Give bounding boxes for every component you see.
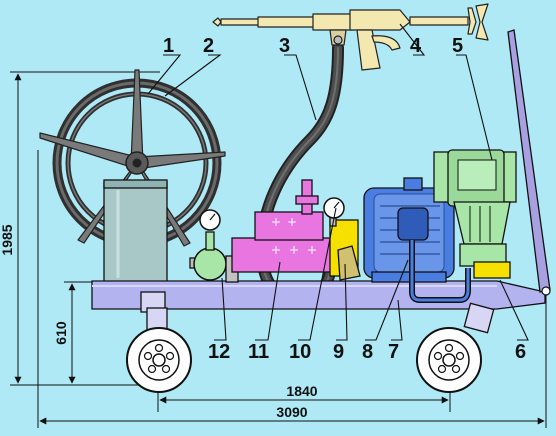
- callout-5: 5: [452, 35, 463, 57]
- control-box: [433, 149, 517, 279]
- rear-wheel: [416, 302, 495, 393]
- callout-11: 11: [248, 341, 269, 363]
- callout-3: 3: [279, 35, 290, 57]
- callout-8: 8: [362, 341, 373, 363]
- spray-gun: [212, 3, 489, 71]
- plunger-pump: [231, 179, 333, 273]
- callout-7: 7: [388, 341, 399, 363]
- dim-frame-height: 610: [53, 321, 69, 345]
- callout-4: 4: [410, 35, 422, 57]
- callout-9: 9: [333, 341, 344, 363]
- callouts: 1 2 3 4 5 6 7 8 9 10 11 12: [163, 35, 526, 363]
- callout-10: 10: [289, 341, 311, 363]
- callout-6: 6: [515, 341, 526, 363]
- dimension-labels: 1985 610 1840 3090: [0, 224, 318, 420]
- callout-2: 2: [203, 35, 214, 57]
- front-wheel: [126, 291, 192, 393]
- pressure-valve: [323, 197, 361, 281]
- callout-1: 1: [163, 35, 174, 57]
- leader-lines: [147, 23, 529, 341]
- dim-total-length: 3090: [276, 404, 307, 420]
- dim-wheelbase: 1840: [286, 383, 317, 399]
- dim-total-height: 1985: [0, 224, 15, 255]
- callout-12: 12: [208, 341, 230, 363]
- water-tank: [103, 179, 168, 283]
